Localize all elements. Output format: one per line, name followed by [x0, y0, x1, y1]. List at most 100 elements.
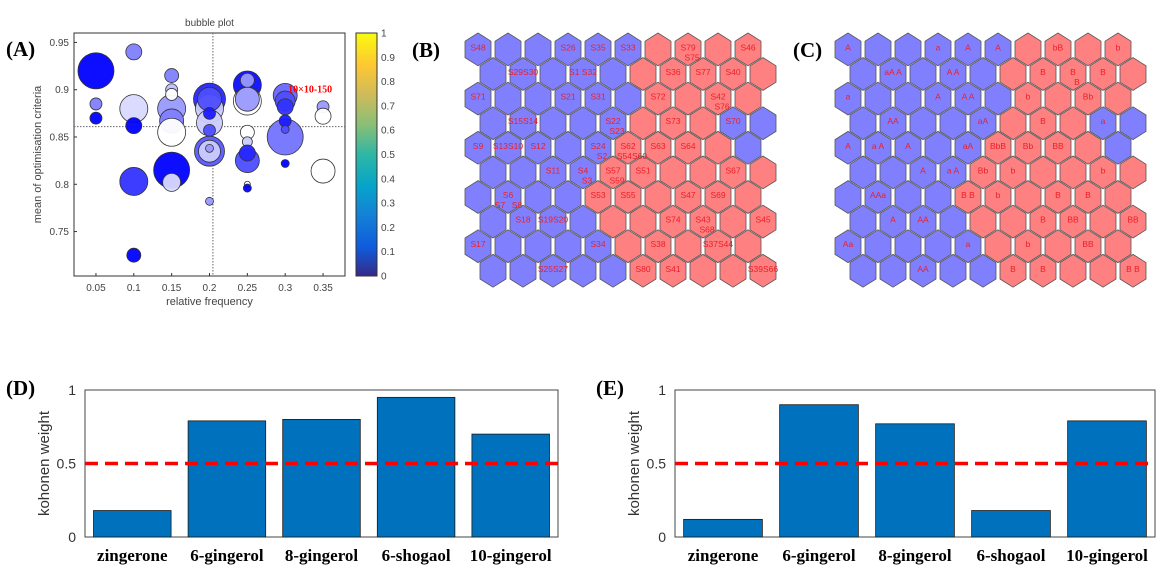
- som-hit-label: S29S30: [508, 67, 539, 77]
- som-hit-label: S23: [609, 126, 624, 136]
- som-hit-label: A: [920, 165, 926, 175]
- som-hex-cell: [1074, 180, 1102, 214]
- som-hex-cell: [849, 155, 877, 190]
- som-hit-label: B: [1010, 264, 1016, 274]
- colorbar-tick-label: 0.7: [381, 101, 395, 112]
- som-hex-cell: [1074, 32, 1102, 67]
- category-label: 6-shogaol: [977, 546, 1046, 565]
- som-hex-cell: [479, 57, 507, 91]
- som-hex-cell: [689, 106, 717, 141]
- colorbar-tick-label: 0.4: [381, 174, 395, 185]
- som-hex-cell: [689, 204, 717, 239]
- som-hex-cell: [924, 229, 952, 264]
- som-hex-cell: [659, 253, 687, 288]
- som-hit-label: S67: [725, 165, 740, 175]
- som-hit-label: S77: [695, 67, 710, 77]
- bubble: [280, 159, 290, 168]
- som-hex-cell: [864, 32, 892, 67]
- som-hex-cell: [659, 155, 687, 190]
- som-hit-label: S55: [620, 190, 635, 200]
- som-hex-cell: [599, 253, 627, 288]
- x-axis-label: relative frequency: [166, 296, 253, 308]
- som-hex-cell: [1029, 155, 1057, 190]
- som-hex-cell: [524, 81, 552, 116]
- som-hex-cell: [924, 81, 952, 116]
- som-hex-cell: [629, 57, 657, 91]
- som-hex-cell: [879, 106, 907, 141]
- som-hex-cell: [1089, 57, 1117, 91]
- som-hex-cell: [629, 155, 657, 190]
- som-hex-cell: [984, 81, 1012, 116]
- som-hit-label: S53: [590, 190, 605, 200]
- som-hex-cell: [1059, 253, 1087, 288]
- som-hit-label: S3: [582, 175, 593, 185]
- som-hex-cell: [909, 155, 937, 190]
- som-hex-cell: [509, 106, 537, 141]
- annotation: 10×10-150: [288, 85, 332, 96]
- som-hit-label: S62: [620, 141, 635, 151]
- som-hex-cell: [644, 130, 672, 165]
- som-hex-cell: [894, 130, 922, 165]
- som-hit-label: S19S20: [538, 215, 569, 225]
- category-label: 10-gingerol: [1066, 546, 1148, 565]
- som-hex-cell: [1074, 229, 1102, 264]
- som-hex-cell: [719, 253, 747, 288]
- bubble: [242, 183, 252, 193]
- som-hex-cell: [1029, 253, 1057, 288]
- panel-label: (C): [793, 38, 822, 62]
- som-hex-cell: [644, 81, 672, 116]
- som-hit-label: BB: [1052, 141, 1064, 151]
- som-hit-label: S71: [470, 92, 485, 102]
- y-tick-label: 0.75: [50, 227, 70, 238]
- colorbar-tick-label: 0.8: [381, 77, 395, 88]
- som-hex-cell: [599, 106, 627, 141]
- som-hit-label: S7: [495, 200, 506, 210]
- som-hit-label: B: [1040, 215, 1046, 225]
- som-hit-label: A: [845, 42, 851, 52]
- som-hex-cell: [659, 204, 687, 239]
- som-hex-cell: [734, 32, 762, 67]
- som-hex-cell: [969, 106, 997, 141]
- som-hit-label: S40: [725, 67, 740, 77]
- som-hit-label: Bb: [1083, 92, 1094, 102]
- som-hit-label: B: [1085, 190, 1091, 200]
- som-hex-cell: [479, 253, 507, 288]
- som-hex-cell: [1119, 253, 1147, 288]
- y-tick-label: 0.85: [50, 133, 70, 144]
- bubble: [310, 158, 336, 184]
- y-tick-label: 0.9: [55, 85, 69, 96]
- som-hit-label: S74: [665, 215, 680, 225]
- som-hex-cell: [479, 155, 507, 190]
- som-hex-cell: [894, 229, 922, 264]
- som-hex-cell: [584, 229, 612, 264]
- som-hex-cell: [704, 180, 732, 214]
- som-hit-label: S35: [590, 42, 605, 52]
- som-hex-cell: [494, 229, 522, 264]
- bubble: [239, 72, 255, 88]
- som-hit-label: B: [1040, 67, 1046, 77]
- som-hex-cell: [509, 155, 537, 190]
- som-hex-cell: [1014, 81, 1042, 116]
- som-hex-cell: [834, 180, 862, 214]
- category-label: 6-gingerol: [190, 546, 264, 565]
- som-hex-cell: [704, 229, 732, 264]
- som-hex-cell: [954, 32, 982, 67]
- bar: [971, 510, 1051, 538]
- som-hit-label: BB: [1067, 215, 1079, 225]
- som-hit-label: S41: [665, 264, 680, 274]
- som-hit-label: S31: [590, 92, 605, 102]
- som-hit-label: S73: [665, 116, 680, 126]
- x-tick-label: 0.35: [313, 283, 333, 294]
- som-hex-cell: [999, 253, 1027, 288]
- som-hit-label: B: [1040, 116, 1046, 126]
- som-hex-cell: [629, 106, 657, 141]
- som-hex-cell: [554, 229, 582, 264]
- som-hex-cell: [939, 253, 967, 288]
- som-hex-cell: [1014, 229, 1042, 264]
- colorbar-tick-label: 0: [381, 272, 387, 283]
- bubble: [126, 247, 142, 263]
- som-hex-cell: [1074, 130, 1102, 165]
- som-hex-cell: [834, 32, 862, 67]
- som-hit-label: S6: [503, 190, 514, 200]
